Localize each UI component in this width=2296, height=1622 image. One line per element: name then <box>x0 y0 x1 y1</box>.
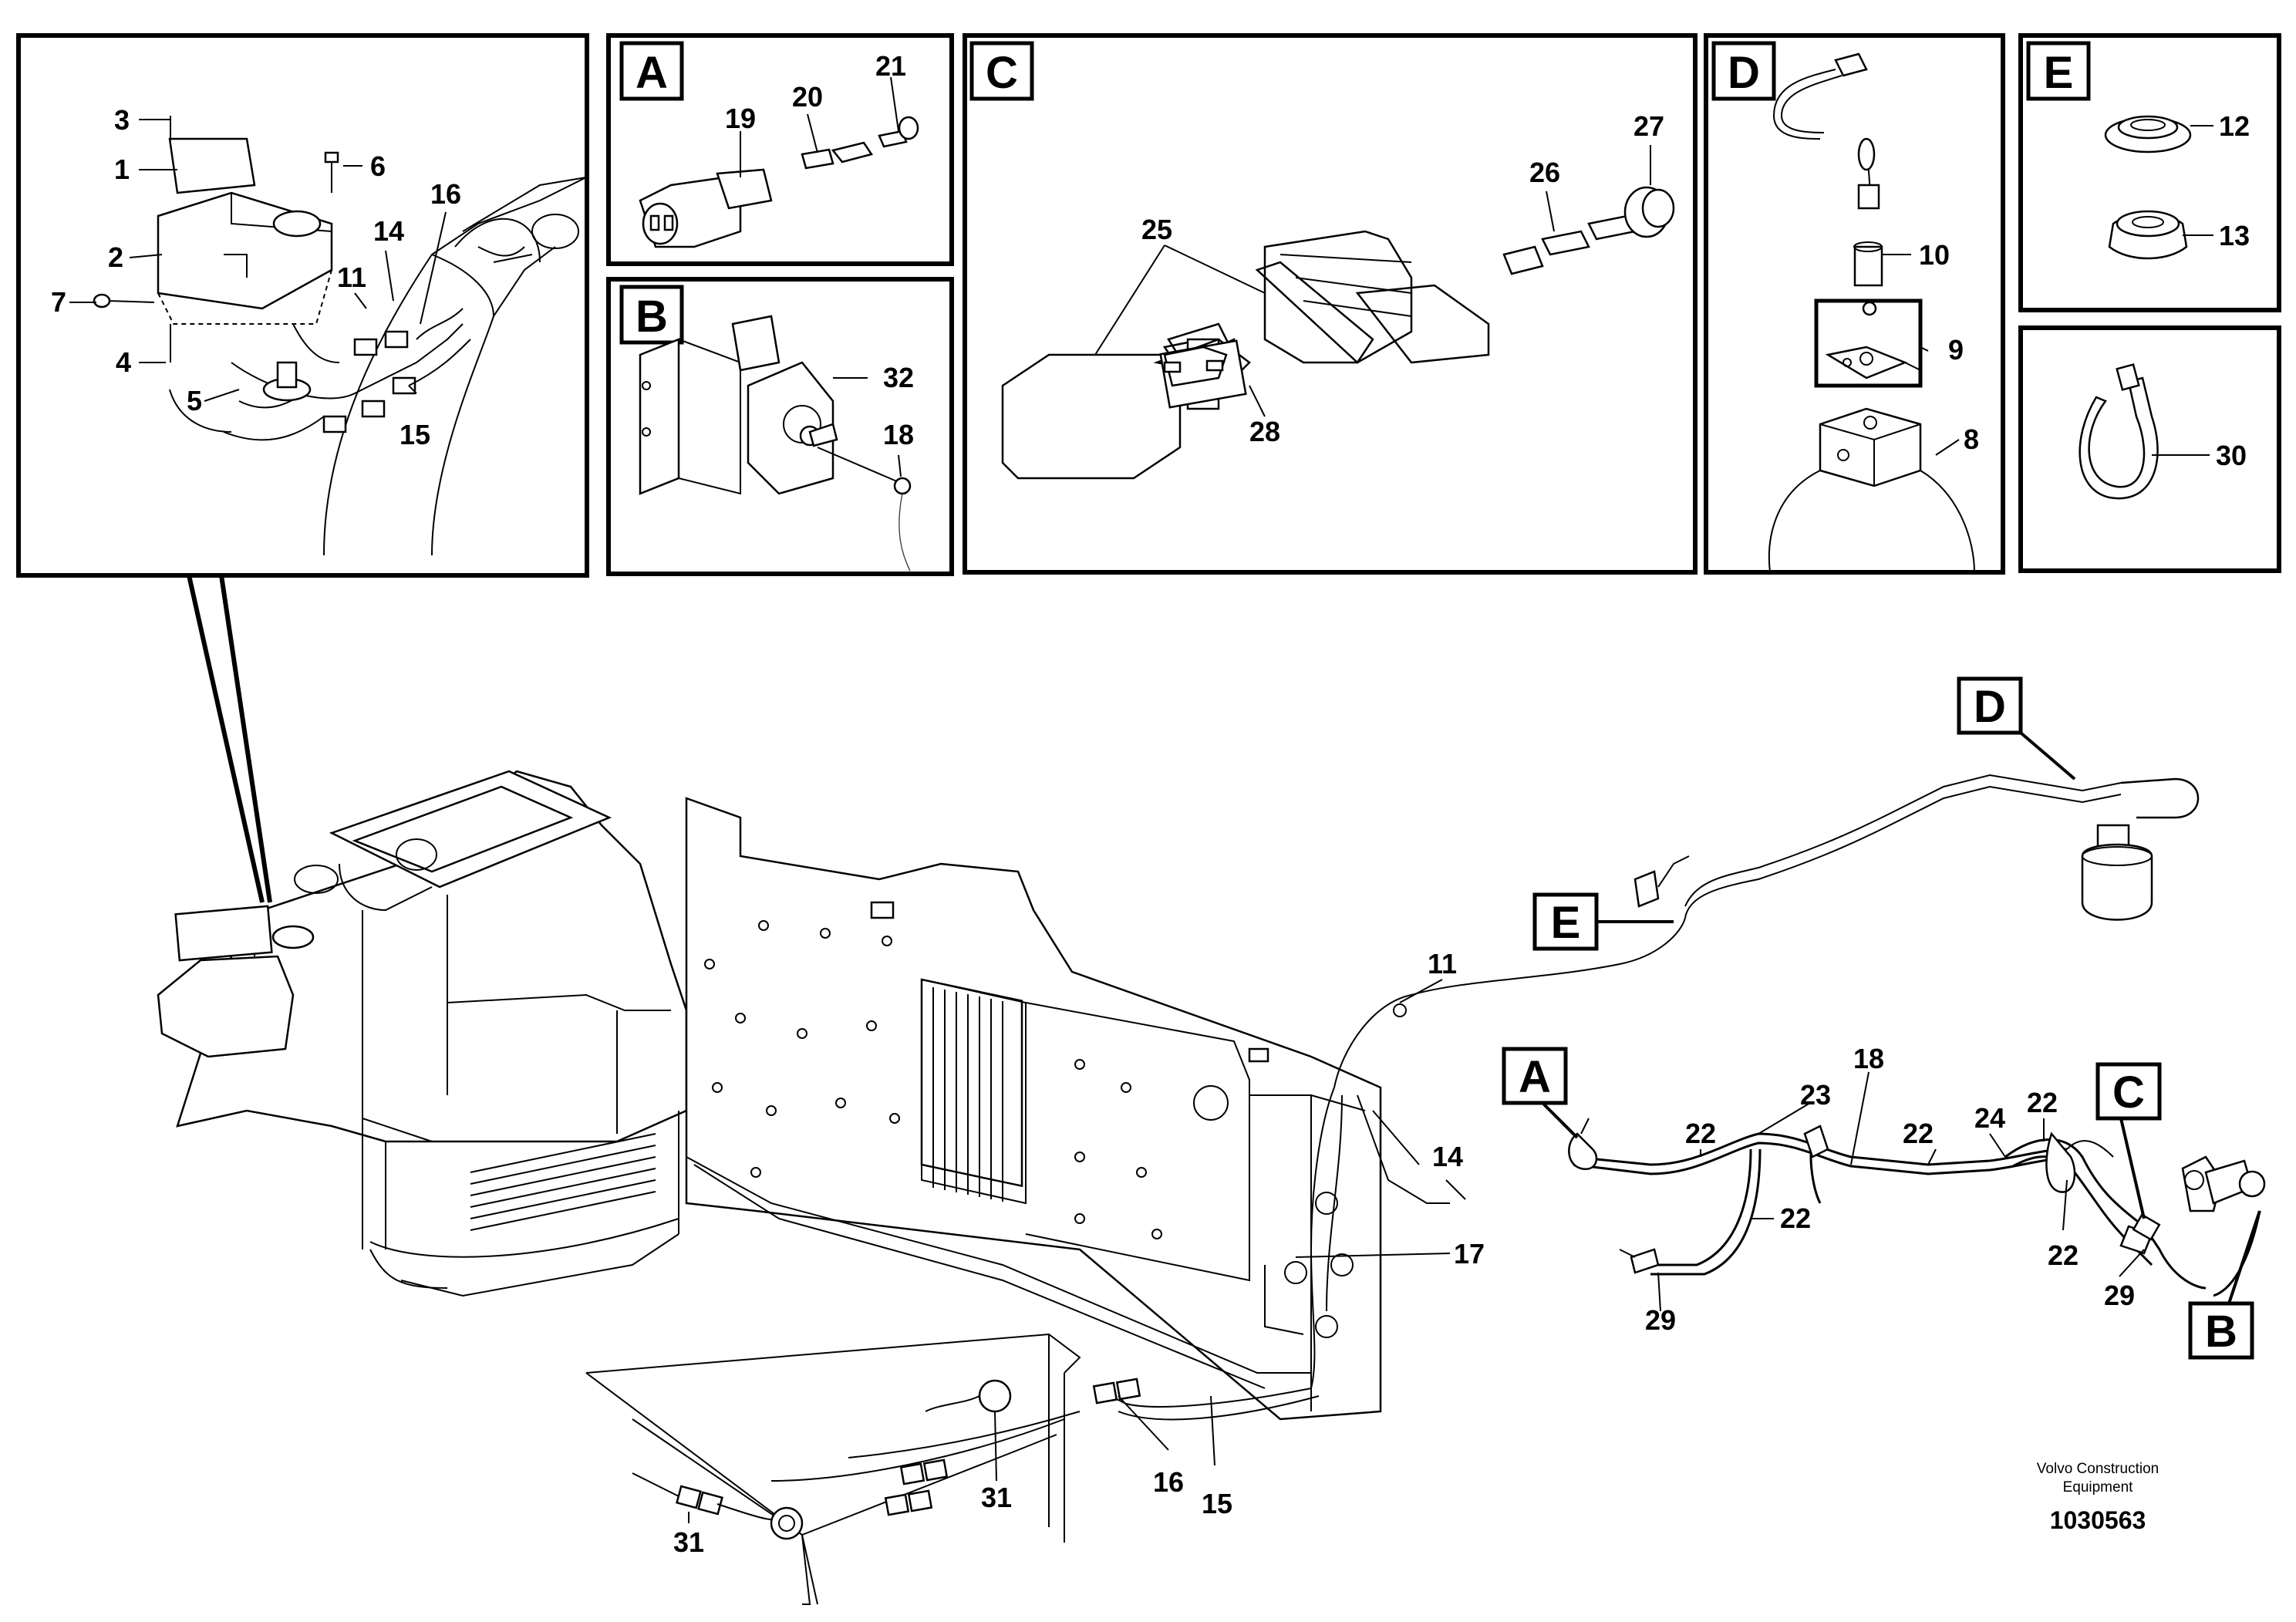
callout-11-inset: 11 <box>337 261 366 293</box>
detail-e-grommets <box>2104 115 2192 260</box>
svg-text:E: E <box>1551 898 1581 948</box>
console-body <box>157 770 688 1297</box>
detail-frame-c <box>963 33 1698 575</box>
detail-d-leaders <box>1882 254 1960 456</box>
detail-frame-e <box>2018 33 2281 312</box>
detail-e-leaders <box>2183 125 2213 236</box>
detail-frame-a <box>606 33 954 266</box>
detail-label-c: C <box>969 41 1034 101</box>
callout-box-a: A <box>1502 1047 1568 1105</box>
callout-17: 17 <box>1454 1238 1485 1270</box>
callout-22-a: 22 <box>1685 1118 1716 1149</box>
callout-15-main: 15 <box>1202 1488 1232 1519</box>
detail-label-b: B <box>619 285 684 345</box>
callout-26: 26 <box>1529 157 1560 188</box>
detail-label-d: D <box>1711 41 1776 101</box>
inset-leaders <box>69 119 447 402</box>
callout-15-inset: 15 <box>400 419 430 450</box>
battery-harness <box>1568 1118 2266 1297</box>
callout-31-a: 31 <box>981 1482 1012 1513</box>
callout-1-inset: 1 <box>114 153 130 185</box>
callout-box-d: D <box>1957 676 2023 735</box>
svg-text:E: E <box>2044 48 2074 98</box>
callout-18-main: 18 <box>1853 1043 1884 1074</box>
cable-tie-30 <box>2079 363 2159 500</box>
callout-14-inset: 14 <box>373 215 404 247</box>
callout-22-c: 22 <box>2027 1087 2058 1118</box>
svg-text:C: C <box>2112 1067 2145 1118</box>
arrow-d <box>2019 731 2076 781</box>
callout-box-e: E <box>1532 892 1599 951</box>
callout-24: 24 <box>1974 1102 2005 1134</box>
callout-18-detail-b: 18 <box>883 419 914 450</box>
callout-16-main: 16 <box>1153 1466 1184 1498</box>
svg-text:C: C <box>986 48 1018 98</box>
inset-frame-enlarged <box>16 33 589 578</box>
svg-text:D: D <box>1974 682 2006 732</box>
callout-box-c: C <box>2095 1062 2162 1121</box>
svg-text:B: B <box>636 292 668 342</box>
callout-20: 20 <box>792 81 823 113</box>
callout-22-d: 22 <box>1780 1202 1811 1234</box>
arrow-b <box>2227 1210 2261 1304</box>
detail-label-e: E <box>2026 41 2091 101</box>
detail-b-switch <box>639 315 912 572</box>
callout-box-b: B <box>2188 1301 2254 1360</box>
detail-d-sensor <box>1768 52 1975 573</box>
callout-19: 19 <box>725 103 756 134</box>
callout-30: 30 <box>2216 440 2247 471</box>
callout-14-main: 14 <box>1432 1141 1463 1172</box>
callout-8: 8 <box>1964 423 1979 455</box>
detail-frame-tie <box>2018 325 2281 573</box>
detail-c-leaders <box>1094 145 1651 417</box>
callout-23: 23 <box>1800 1079 1831 1111</box>
callout-10: 10 <box>1919 239 1950 271</box>
svg-text:A: A <box>636 48 668 98</box>
callout-6-inset: 6 <box>370 150 386 182</box>
detail-label-a: A <box>619 41 684 101</box>
callout-16-inset: 16 <box>430 178 461 210</box>
callout-7-inset: 7 <box>51 286 66 318</box>
callout-31-b: 31 <box>673 1526 704 1558</box>
callout-4-inset: 4 <box>116 346 131 378</box>
callout-29-b: 29 <box>2104 1280 2135 1311</box>
document-number: 1030563 <box>2050 1506 2146 1534</box>
callout-28: 28 <box>1249 416 1280 447</box>
callout-9: 9 <box>1948 334 1964 366</box>
zoom-line-left <box>187 575 265 903</box>
svg-text:B: B <box>2205 1307 2237 1357</box>
wiring-harness <box>632 774 2200 1520</box>
callout-25: 25 <box>1141 214 1172 245</box>
svg-text:D: D <box>1728 48 1760 98</box>
detail-a-connector <box>639 116 919 248</box>
callout-27: 27 <box>1633 110 1664 142</box>
callout-13: 13 <box>2219 220 2250 251</box>
detail-frame-b <box>606 277 954 576</box>
lower-bracket <box>585 1333 1081 1605</box>
detail-c-connector <box>1001 186 1675 480</box>
callout-11-main: 11 <box>1428 948 1457 980</box>
credit-line-2: Equipment <box>2063 1479 2134 1496</box>
detail-frame-d <box>1704 33 2005 575</box>
callout-29-a: 29 <box>1645 1304 1676 1336</box>
callout-12: 12 <box>2219 110 2250 142</box>
callout-22-e: 22 <box>2048 1239 2079 1271</box>
callout-21: 21 <box>875 50 906 82</box>
arrow-a <box>1541 1101 1579 1139</box>
callout-2-inset: 2 <box>108 241 123 273</box>
detail-b-leaders <box>833 377 902 477</box>
callout-5-inset: 5 <box>187 385 202 416</box>
electrical-panel <box>685 797 1382 1421</box>
arrow-c <box>2119 1118 2146 1219</box>
callout-3-inset: 3 <box>114 104 130 136</box>
credit-line-1: Volvo Construction <box>2037 1461 2159 1477</box>
svg-text:A: A <box>1519 1052 1551 1102</box>
callout-32: 32 <box>883 362 914 393</box>
zoom-line-right <box>219 575 272 903</box>
inset-console-drawing <box>93 116 587 556</box>
callout-22-b: 22 <box>1903 1118 1934 1149</box>
main-leaders <box>688 979 2145 1523</box>
detail-a-leaders <box>740 76 899 177</box>
